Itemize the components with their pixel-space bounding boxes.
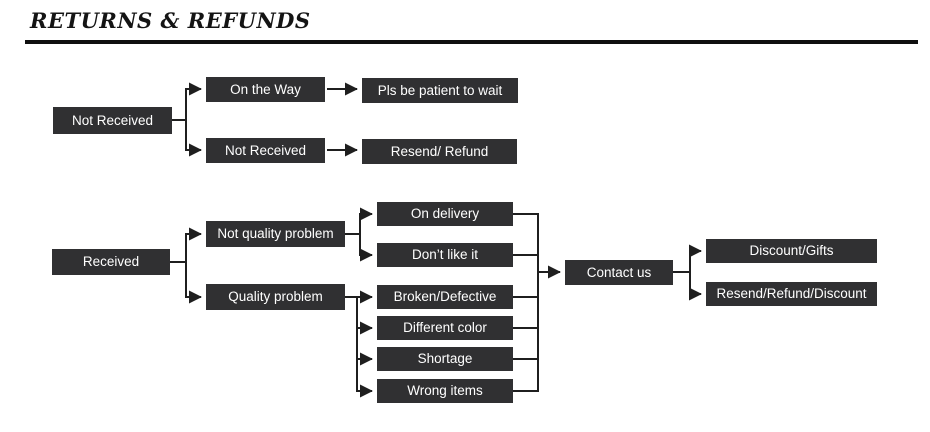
title-divider [25,40,918,44]
node-broken-defective: Broken/Defective [377,285,513,309]
node-not-received-status: Not Received [206,138,325,163]
node-different-color: Different color [377,316,513,340]
node-on-delivery: On delivery [377,202,513,226]
node-received-root: Received [52,249,170,275]
node-wrong-items: Wrong items [377,379,513,403]
node-dont-like-it: Don’t like it [377,243,513,267]
node-not-quality-problem: Not quality problem [206,221,345,247]
node-shortage: Shortage [377,347,513,371]
node-contact-us: Contact us [565,260,673,285]
node-resend-refund-discount: Resend/Refund/Discount [706,282,877,306]
node-resend-refund: Resend/ Refund [362,139,517,164]
node-quality-problem: Quality problem [206,284,345,310]
page-title: RETURNS & REFUNDS [30,8,311,33]
node-discount-gifts: Discount/Gifts [706,239,877,263]
node-not-received-root: Not Received [53,107,172,134]
node-on-the-way: On the Way [206,77,325,102]
node-pls-be-patient-to-wait: Pls be patient to wait [362,78,518,103]
